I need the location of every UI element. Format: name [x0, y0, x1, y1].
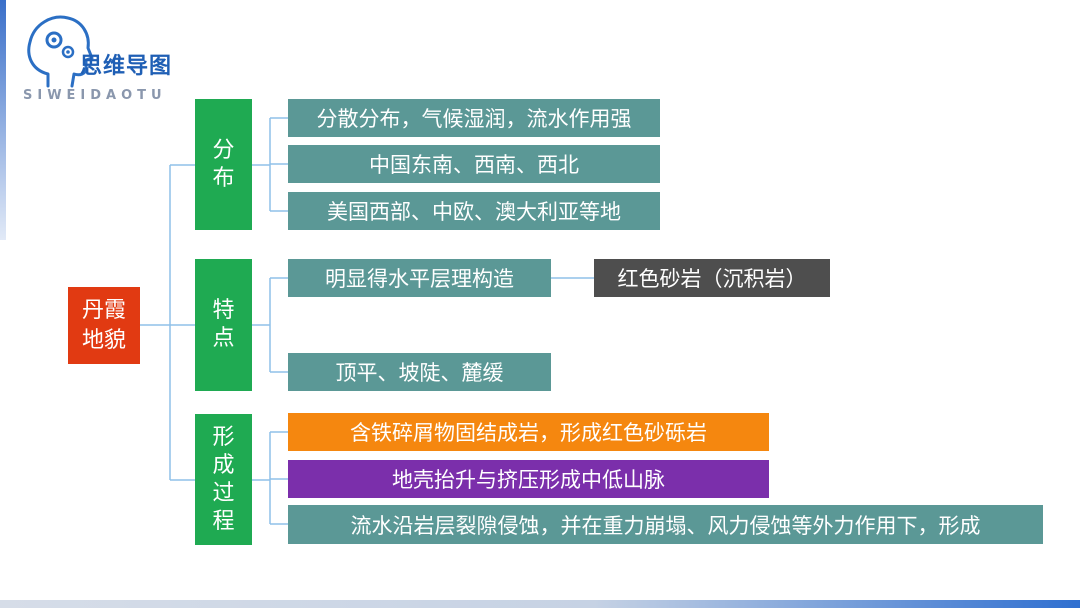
- leaf-node[interactable]: 流水沿岩层裂隙侵蚀，并在重力崩塌、风力侵蚀等外力作用下，形成: [288, 505, 1043, 544]
- leaf-node[interactable]: 顶平、坡陡、麓缓: [288, 353, 551, 391]
- category-node-distribution[interactable]: 分布: [195, 99, 252, 230]
- logo-subtitle: SIWEIDAOTU: [23, 88, 167, 103]
- detail-node[interactable]: 红色砂岩（沉积岩）: [594, 259, 830, 297]
- leaf-node[interactable]: 美国西部、中欧、澳大利亚等地: [288, 192, 660, 230]
- leaf-node-highlight[interactable]: 地壳抬升与挤压形成中低山脉: [288, 460, 769, 498]
- bottom-band: [0, 600, 1080, 608]
- root-node[interactable]: 丹霞地貌: [68, 287, 140, 364]
- leaf-node[interactable]: 中国东南、西南、西北: [288, 145, 660, 183]
- category-label: 分布: [212, 137, 235, 191]
- head-gear-icon: [27, 15, 94, 88]
- category-label: 特点: [212, 298, 235, 351]
- leaf-node[interactable]: 分散分布，气候湿润，流水作用强: [288, 99, 660, 137]
- category-node-formation[interactable]: 形成过程: [195, 414, 252, 545]
- logo-title: 思维导图: [80, 54, 173, 79]
- leaf-node-highlight[interactable]: 含铁碎屑物固结成岩，形成红色砂砾岩: [288, 413, 769, 451]
- category-node-features[interactable]: 特点: [195, 259, 252, 391]
- root-label: 丹霞地貌: [81, 297, 126, 353]
- leaf-node[interactable]: 明显得水平层理构造: [288, 259, 551, 297]
- left-accent-bar: [0, 0, 6, 240]
- category-label: 形成过程: [212, 424, 235, 534]
